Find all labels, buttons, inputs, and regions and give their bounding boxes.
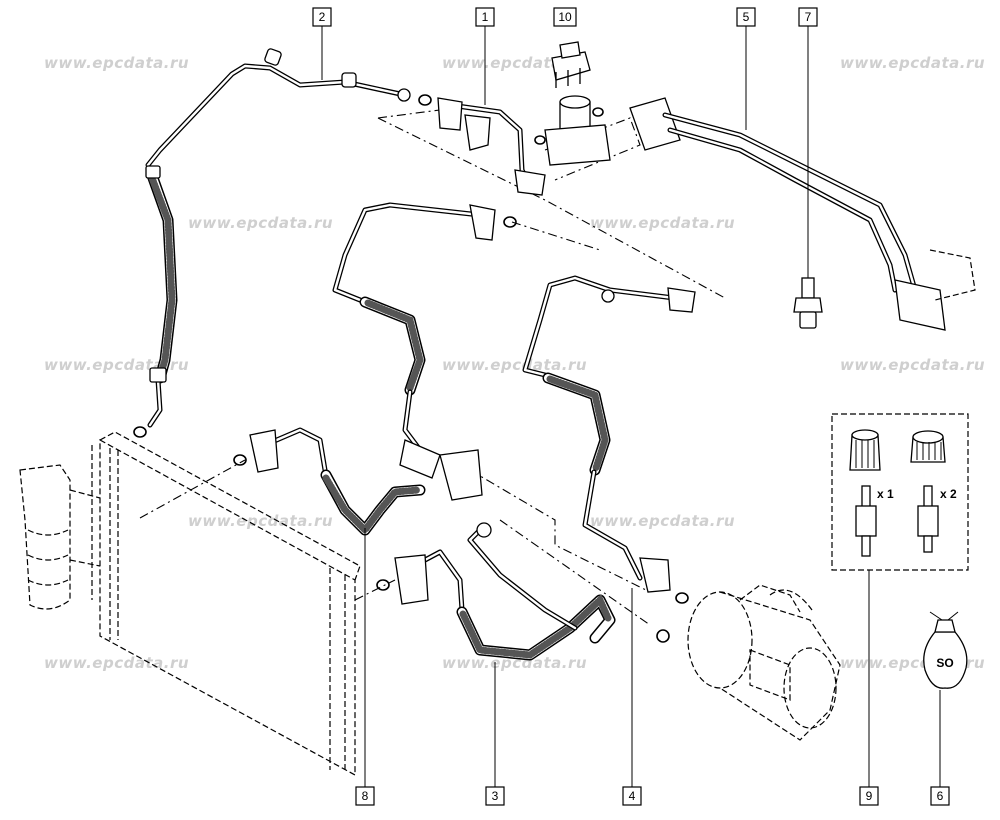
kit-qty-label: x 2: [940, 487, 957, 501]
part-6-oil-bag-icon: SO: [923, 611, 968, 689]
pipe-1: [418, 94, 546, 196]
watermark-text: www.epcdata.ru: [590, 214, 735, 232]
watermark-text: www.epcdata.ru: [442, 356, 587, 374]
pipe-4: [522, 275, 696, 604]
part-10-connector: [551, 41, 591, 88]
kit-qty-label: x 1: [877, 487, 894, 501]
expansion-valve: [534, 95, 611, 166]
callout-number: 7: [805, 10, 812, 24]
condenser-outline: [19, 431, 361, 777]
callout-number: 3: [492, 789, 499, 803]
callout-number: 5: [743, 10, 750, 24]
callout-4: 4: [622, 786, 642, 806]
callout-9: 9: [859, 786, 879, 806]
watermark-text: www.epcdata.ru: [590, 512, 735, 530]
callout-number: 4: [629, 789, 636, 803]
hose-central: [332, 202, 517, 501]
callout-number: 6: [937, 789, 944, 803]
part-7-valve: [793, 277, 823, 329]
callout-7: 7: [798, 7, 818, 27]
callout-3: 3: [485, 786, 505, 806]
watermark-text: www.epcdata.ru: [840, 356, 985, 374]
hose-3: [376, 522, 670, 661]
callout-number: 1: [482, 10, 489, 24]
watermark-text: www.epcdata.ru: [188, 214, 333, 232]
callout-5: 5: [736, 7, 756, 27]
watermarks: www.epcdata.ru www.epcdata.ru www.epcdat…: [44, 54, 985, 672]
callout-8: 8: [355, 786, 375, 806]
hose-8: [233, 427, 426, 536]
callout-leaders: [321, 25, 941, 790]
watermark-text: www.epcdata.ru: [44, 654, 189, 672]
schrader-valve-icon: [917, 485, 939, 553]
watermark-text: www.epcdata.ru: [44, 54, 189, 72]
callout-number: 8: [362, 789, 369, 803]
compressor-outline: [687, 584, 841, 741]
callout-1: 1: [475, 7, 495, 27]
watermark-text: www.epcdata.ru: [442, 654, 587, 672]
kit-frame: [831, 413, 969, 571]
oil-bag-label: SO: [936, 656, 953, 670]
schrader-valve-icon: [855, 485, 877, 557]
watermark-text: www.epcdata.ru: [442, 54, 587, 72]
pipe-2: [133, 48, 411, 438]
callout-6: 6: [930, 786, 950, 806]
watermark-text: www.epcdata.ru: [188, 512, 333, 530]
pipe-5: [629, 97, 976, 331]
callout-number: 10: [558, 10, 572, 24]
callout-number: 9: [866, 789, 873, 803]
callout-10: 10: [553, 7, 577, 27]
callout-2: 2: [312, 7, 332, 27]
valve-cap-icon: [849, 429, 881, 471]
callout-number: 2: [319, 10, 326, 24]
valve-cap-icon: [910, 430, 946, 463]
part-9-kit: x 1 x 2: [831, 413, 969, 571]
assembly-lines: [139, 107, 726, 626]
watermark-text: www.epcdata.ru: [840, 54, 985, 72]
